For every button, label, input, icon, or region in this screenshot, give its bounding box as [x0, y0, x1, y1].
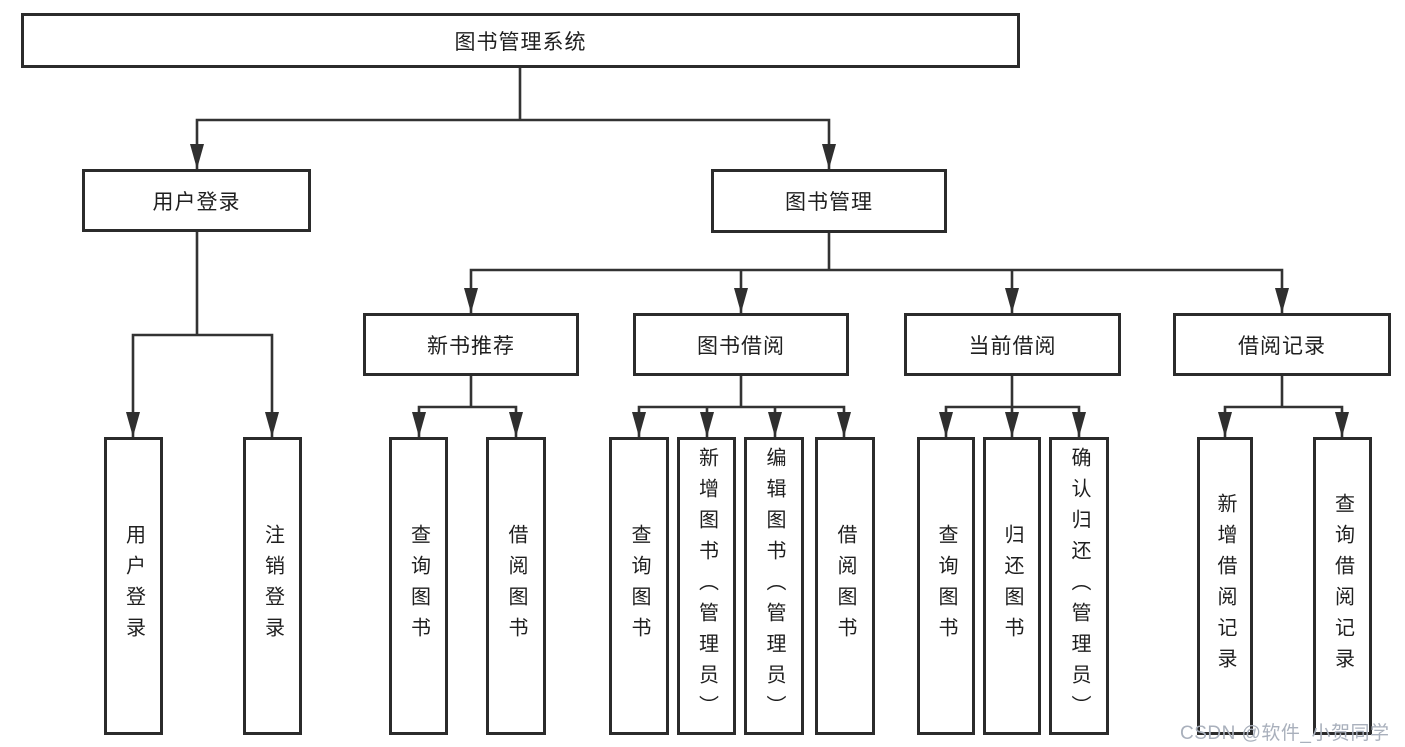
leaf-label: 新增借阅记录	[1214, 493, 1236, 679]
arrowhead	[1335, 412, 1349, 437]
leaf-label: 查询图书	[935, 524, 957, 648]
node-label: 图书管理	[785, 191, 873, 214]
leaf-add-borrow-record: 新增借阅记录	[1197, 437, 1253, 735]
arrowhead	[412, 412, 426, 437]
arrowhead	[464, 288, 478, 313]
arrowhead	[939, 412, 953, 437]
connector-borrowrecord-to-leaves	[1223, 374, 1344, 439]
leaf-label: 查询图书	[407, 524, 430, 648]
leaf-query-book-3: 查询图书	[917, 437, 975, 735]
leaf-user-login: 用户登录	[104, 437, 163, 735]
csdn-watermark: CSDN @软件_小贺同学	[1180, 723, 1390, 744]
arrowhead	[509, 412, 523, 437]
node-book-management: 图书管理	[711, 169, 947, 233]
arrowhead	[837, 412, 851, 437]
leaf-label: 注销登录	[261, 524, 284, 648]
arrowhead	[734, 288, 748, 313]
node-label: 新书推荐	[427, 334, 515, 358]
arrowhead	[1005, 412, 1019, 437]
node-label: 图书管理系统	[454, 30, 587, 54]
arrowhead	[1072, 412, 1086, 437]
node-new-book-recommend: 新书推荐	[363, 313, 579, 376]
leaf-label: 新增图书（管理员）	[695, 446, 718, 726]
node-label: 用户登录	[152, 190, 241, 214]
node-label: 当前借阅	[968, 334, 1057, 358]
node-root-system: 图书管理系统	[21, 13, 1020, 68]
leaf-query-book-1: 查询图书	[389, 437, 448, 735]
leaf-query-book-2: 查询图书	[609, 437, 669, 735]
arrowhead	[700, 412, 714, 437]
leaf-query-borrow-record: 查询借阅记录	[1313, 437, 1372, 735]
connector-root-to-level2	[195, 66, 831, 171]
arrowhead	[768, 412, 782, 437]
node-book-borrow: 图书借阅	[633, 313, 849, 376]
arrowhead	[1218, 412, 1232, 437]
leaf-logout: 注销登录	[243, 437, 302, 735]
arrowhead	[265, 412, 279, 437]
leaf-label: 查询图书	[628, 524, 650, 648]
arrowhead	[1005, 288, 1019, 313]
node-label: 图书借阅	[697, 334, 785, 358]
arrowhead	[632, 412, 646, 437]
node-current-borrow: 当前借阅	[904, 313, 1121, 376]
leaf-confirm-return-admin: 确认归还（管理员）	[1049, 437, 1109, 735]
leaf-label: 编辑图书（管理员）	[763, 446, 785, 726]
connector-bookborrow-to-leaves	[637, 374, 846, 439]
arrowhead	[126, 412, 140, 437]
leaf-borrow-book-1: 借阅图书	[486, 437, 546, 735]
arrowhead	[190, 144, 204, 169]
connector-userlogin-to-leaves	[131, 229, 274, 439]
leaf-edit-book-admin: 编辑图书（管理员）	[744, 437, 804, 735]
leaf-label: 借阅图书	[834, 524, 856, 648]
leaf-label: 查询借阅记录	[1331, 493, 1354, 679]
node-borrow-record: 借阅记录	[1173, 313, 1391, 376]
leaf-label: 用户登录	[122, 524, 145, 648]
leaf-borrow-book-2: 借阅图书	[815, 437, 875, 735]
leaf-return-book: 归还图书	[983, 437, 1041, 735]
leaf-label: 确认归还（管理员）	[1068, 446, 1090, 726]
connector-newbook-to-leaves	[417, 374, 518, 439]
node-label: 借阅记录	[1238, 334, 1326, 358]
arrowhead	[822, 144, 836, 169]
leaf-label: 归还图书	[1001, 524, 1023, 648]
leaf-add-book-admin: 新增图书（管理员）	[677, 437, 736, 735]
arrowhead	[1275, 288, 1289, 313]
node-user-login: 用户登录	[82, 169, 311, 232]
connector-bookmgmt-to-level3	[469, 231, 1284, 315]
leaf-label: 借阅图书	[505, 524, 527, 648]
